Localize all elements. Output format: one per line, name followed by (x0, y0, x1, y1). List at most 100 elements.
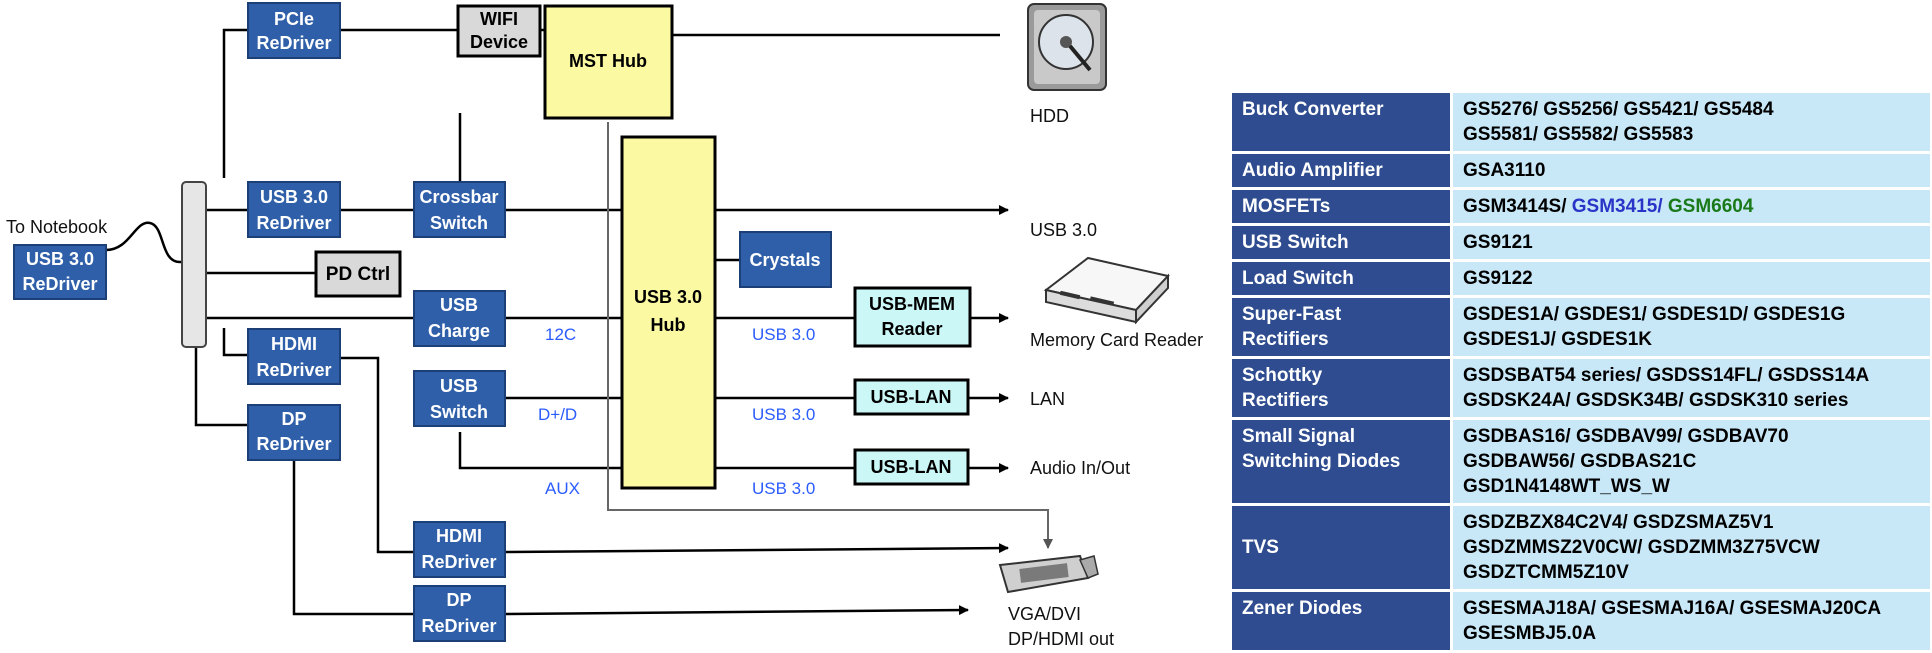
hdd-label: HDD (1030, 106, 1069, 126)
video-connector-icon (998, 554, 1099, 594)
usb-mem-reader-block: USB-MEM Reader (853, 286, 972, 348)
memory-card-reader-icon (1043, 256, 1170, 325)
usb30-link-label-2: USB 3.0 (752, 405, 815, 424)
dp-redriver-block-b: DP ReDriver (413, 585, 506, 642)
category-label: Rectifiers (1242, 390, 1329, 411)
table-row: USB Switch GS9121 (1232, 226, 1930, 259)
category-label: Switching Diodes (1242, 451, 1401, 472)
usb30-hub-line2: Hub (651, 315, 686, 335)
dp-redriver-a-line1: DP (281, 409, 306, 429)
usb30-redriver-block: USB 3.0 ReDriver (247, 181, 341, 238)
usb-charge-line2: Charge (428, 321, 490, 341)
parts-line: GSA3110 (1463, 160, 1546, 181)
parts-cell: GSM3414S/ GSM3415/ GSM6604 (1450, 190, 1930, 223)
crystals-block: Crystals (739, 231, 832, 288)
hdmi-redriver-a-line1: HDMI (271, 334, 317, 354)
usb30-link-label-1: USB 3.0 (752, 325, 815, 344)
hdmi-redriver-block-a: HDMI ReDriver (247, 328, 341, 385)
category-cell: MOSFETs (1232, 190, 1450, 223)
usb30-redriver-notebook-block: USB 3.0 ReDriver (13, 244, 107, 300)
notebook-cable (105, 221, 188, 264)
parts-line: GSESMBJ5.0A (1463, 623, 1597, 644)
parts-line: GSESMAJ18A/ GSESMAJ16A/ GSESMAJ20CA (1463, 598, 1882, 619)
category-label: Buck Converter (1242, 99, 1384, 120)
wifi-device-block: WIFI Device (456, 4, 542, 58)
table-row: Buck Converter GS5276/ GS5256/ GS5421/ G… (1232, 93, 1930, 151)
table-row: MOSFETs GSM3414S/ GSM3415/ GSM6604 (1232, 190, 1930, 223)
usb-charge-line1: USB (440, 295, 478, 315)
parts-line: GSDBAS16/ GSDBAV99/ GSDBAV70 (1463, 426, 1789, 447)
audio-label: Audio In/Out (1030, 458, 1130, 478)
parts-line: GSDZTCMM5Z10V (1463, 562, 1629, 583)
dp-redriver-b-line2: ReDriver (421, 616, 496, 636)
crossbar-line1: Crossbar (419, 187, 498, 207)
category-label: Load Switch (1242, 268, 1354, 289)
wifi-device-line2: Device (470, 32, 528, 52)
usb-switch-block: USB Switch (413, 370, 506, 427)
to-notebook-label: To Notebook (6, 217, 108, 237)
mst-video-line (607, 122, 1053, 549)
parts-line: GSD1N4148WT_WS_W (1463, 476, 1670, 497)
category-cell: Zener Diodes (1232, 592, 1450, 650)
crossbar-switch-block: Crossbar Switch (413, 181, 506, 238)
usb30-hub-line1: USB 3.0 (634, 287, 702, 307)
parts-line: GSDZMMSZ2V0CW/ GSDZMM3Z75VCW (1463, 537, 1820, 558)
pcie-redriver-line1: PCIe (274, 9, 314, 29)
parts-cell: GS9121 (1450, 226, 1930, 259)
usb30-redriver-line1: USB 3.0 (260, 187, 328, 207)
mst-hub-block: MST Hub (543, 4, 674, 120)
crystals-label: Crystals (749, 250, 820, 270)
parts-line: GS5581/ GS5582/ GS5583 (1463, 124, 1694, 145)
parts-cell: GSDSBAT54 series/ GSDSS14FL/ GSDSS14A GSD… (1450, 359, 1930, 417)
category-label: Audio Amplifier (1242, 160, 1383, 181)
category-cell: TVS (1232, 506, 1450, 589)
notebook-redriver-line1: USB 3.0 (26, 249, 94, 269)
parts-line: GSDSBAT54 series/ GSDSS14FL/ GSDSS14A (1463, 365, 1870, 386)
category-label: TVS (1242, 537, 1279, 558)
diagram-canvas: PCIe ReDriver WIFI Device MST Hub USB 3.… (6, 2, 1203, 649)
dplus-d-label: D+/D (538, 405, 577, 424)
table-row: Zener Diodes GSESMAJ18A/ GSESMAJ16A/ GSE… (1232, 592, 1930, 650)
usb-lan-1-label: USB-LAN (871, 387, 952, 407)
usb30-hub-block: USB 3.0 Hub (620, 135, 717, 490)
pcie-redriver-line2: ReDriver (256, 33, 331, 53)
usb-switch-line1: USB (440, 376, 478, 396)
parts-cell: GSA3110 (1450, 154, 1930, 187)
hdmi-redriver-b-line2: ReDriver (421, 552, 496, 572)
parts-cell: GSESMAJ18A/ GSESMAJ16A/ GSESMAJ20CA GSESM… (1450, 592, 1930, 650)
parts-line: GSDSK24A/ GSDSK34B/ GSDSK310 series (1463, 390, 1849, 411)
mst-hub-label: MST Hub (569, 51, 647, 71)
dp-redriver-b-line1: DP (446, 590, 471, 610)
hdd-icon (1027, 3, 1107, 91)
category-label: Small Signal (1242, 426, 1355, 447)
parts-cell: GS9122 (1450, 262, 1930, 295)
usb-lan-2-label: USB-LAN (871, 457, 952, 477)
category-cell: Audio Amplifier (1232, 154, 1450, 187)
crossbar-line2: Switch (430, 213, 488, 233)
parts-segment-blue: GSM3415/ (1571, 196, 1668, 217)
usb30-link-label-3: USB 3.0 (752, 479, 815, 498)
category-label: Rectifiers (1242, 329, 1329, 350)
parts-line: GSDES1J/ GSDES1K (1463, 329, 1653, 350)
parts-segment-green: GSM6604 (1667, 196, 1754, 217)
memory-card-reader-label: Memory Card Reader (1030, 330, 1203, 350)
parts-line: GSDZBZX84C2V4/ GSDZSMAZ5V1 (1463, 512, 1774, 533)
table-row: Load Switch GS9122 (1232, 262, 1930, 295)
hdmi-redriver-a-line2: ReDriver (256, 360, 331, 380)
category-label: Super-Fast (1242, 304, 1342, 325)
usb30-output-label: USB 3.0 (1030, 220, 1097, 240)
notebook-redriver-line2: ReDriver (22, 274, 97, 294)
parts-line: GS5276/ GS5256/ GS5421/ GS5484 (1463, 99, 1774, 120)
i2c-label: 12C (545, 325, 576, 344)
dp-redriver-block-a: DP ReDriver (247, 404, 341, 461)
